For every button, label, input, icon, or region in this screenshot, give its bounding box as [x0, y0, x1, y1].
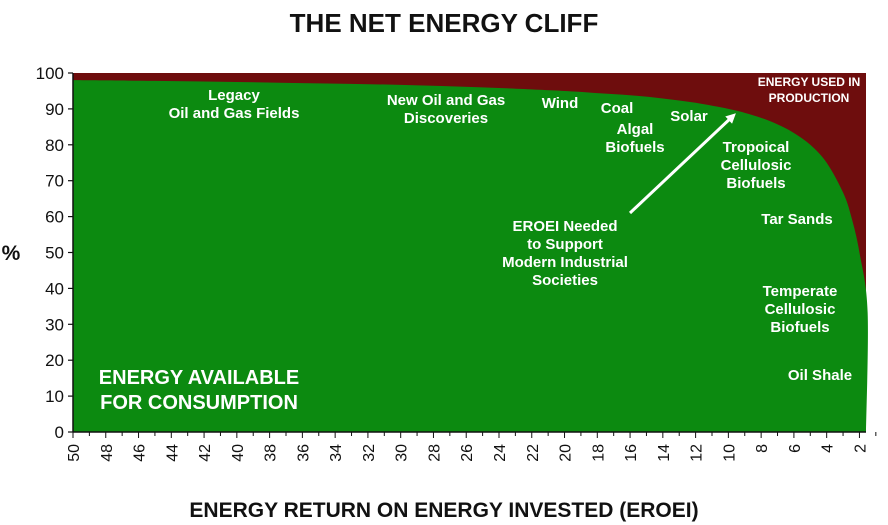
- x-tick-label: 32: [361, 444, 378, 462]
- energy-available-area: [73, 80, 868, 433]
- new-oil-gas-label: Discoveries: [404, 110, 488, 127]
- coal-label: Coal: [601, 100, 634, 117]
- y-tick-label: 100: [36, 64, 64, 83]
- new-oil-gas-label: New Oil and Gas: [387, 92, 505, 109]
- oil-shale-label: Oil Shale: [788, 367, 852, 384]
- x-tick-label: 26: [459, 444, 476, 462]
- eroei-needed-label: EROEI Needed: [512, 218, 617, 235]
- x-tick-label: 8: [754, 444, 771, 453]
- eroei-needed-label: Modern Industrial: [502, 254, 628, 271]
- x-tick-label: 38: [263, 444, 280, 462]
- energy-used-label: PRODUCTION: [769, 91, 850, 105]
- energy-available-label: FOR CONSUMPTION: [100, 392, 298, 414]
- y-tick-label: 20: [45, 351, 64, 370]
- temperate-cellulosic-biofuels-label: Temperate: [763, 283, 838, 300]
- x-tick-label: 4: [820, 444, 837, 453]
- x-tick-label: 42: [197, 444, 214, 462]
- y-axis-title: %: [2, 242, 21, 265]
- energy-available-label: ENERGY AVAILABLE: [99, 367, 299, 389]
- x-tick-label: 18: [590, 444, 607, 462]
- x-tick-label: 40: [230, 444, 247, 462]
- energy-used-label: ENERGY USED IN: [758, 75, 860, 89]
- tropical-cellulosic-biofuels-label: Biofuels: [726, 175, 785, 192]
- x-axis-title: ENERGY RETURN ON ENERGY INVESTED (EROEI): [189, 499, 698, 522]
- y-tick-label: 30: [45, 315, 64, 334]
- x-tick-label: 30: [394, 444, 411, 462]
- y-tick-label: 60: [45, 208, 64, 227]
- x-tick-label: 50: [66, 444, 83, 462]
- legacy-oil-gas-label: Oil and Gas Fields: [169, 105, 300, 122]
- y-tick-label: 70: [45, 172, 64, 191]
- eroei-needed-arrow: [628, 113, 736, 215]
- x-tick-label: 48: [99, 444, 116, 462]
- x-tick-label: 2: [852, 444, 869, 453]
- x-tick-label: 14: [656, 444, 673, 462]
- algal-biofuels-label: Algal: [617, 121, 654, 138]
- x-tick-label: 6: [787, 444, 804, 453]
- tar-sands-label: Tar Sands: [761, 211, 832, 228]
- tropical-cellulosic-biofuels-label: Cellulosic: [721, 157, 792, 174]
- temperate-cellulosic-biofuels-label: Cellulosic: [765, 301, 836, 318]
- x-tick-label: 22: [525, 444, 542, 462]
- y-tick-label: 90: [45, 100, 64, 119]
- temperate-cellulosic-biofuels-label: Biofuels: [770, 319, 829, 336]
- x-tick-label: 34: [328, 444, 345, 462]
- y-tick-label: 10: [45, 387, 64, 406]
- x-tick-label: 36: [295, 444, 312, 462]
- x-tick-label: 44: [164, 444, 181, 462]
- x-tick-label: 46: [132, 444, 149, 462]
- algal-biofuels-label: Biofuels: [605, 139, 664, 156]
- eroei-needed-label: to Support: [527, 236, 603, 253]
- eroei-needed-label: Societies: [532, 272, 598, 289]
- y-tick-label: 40: [45, 279, 64, 298]
- y-tick-label: 0: [55, 423, 64, 442]
- x-tick-label: 24: [492, 444, 509, 462]
- solar-label: Solar: [670, 108, 708, 125]
- x-tick-label: 16: [623, 444, 640, 462]
- y-tick-label: 50: [45, 244, 64, 263]
- plot-area: [73, 73, 868, 433]
- x-tick-label: 20: [558, 444, 575, 462]
- x-tick-label: 10: [721, 444, 738, 462]
- x-tick-label: 12: [689, 444, 706, 462]
- wind-label: Wind: [542, 95, 579, 112]
- x-tick-label: 28: [426, 444, 443, 462]
- y-axis: 0 10 20 30 40 50 60 70 80 90 100: [36, 64, 73, 442]
- chart-title: THE NET ENERGY CLIFF: [290, 8, 599, 38]
- legacy-oil-gas-label: Legacy: [208, 87, 260, 104]
- tropical-cellulosic-biofuels-label: Tropoical: [723, 139, 790, 156]
- y-tick-label: 80: [45, 136, 64, 155]
